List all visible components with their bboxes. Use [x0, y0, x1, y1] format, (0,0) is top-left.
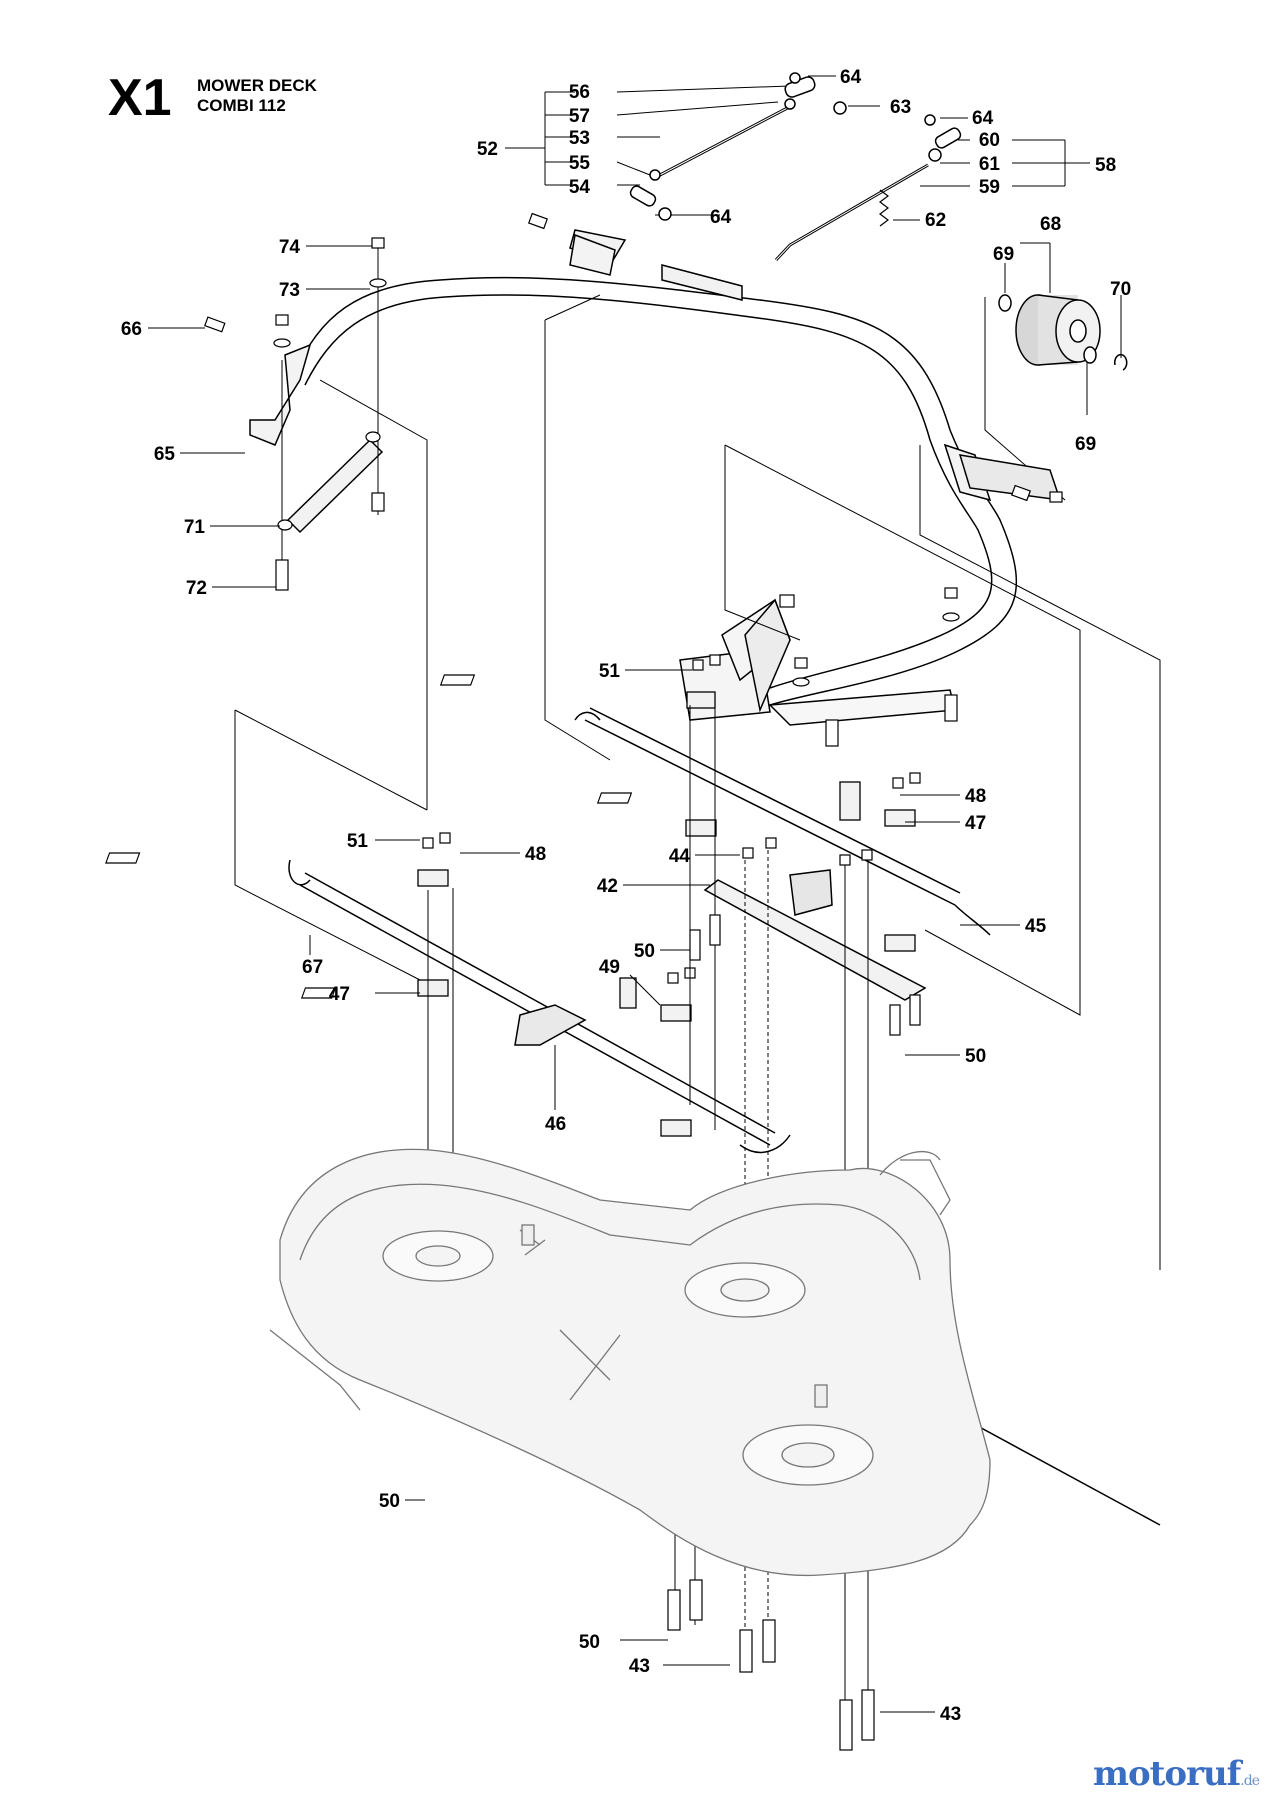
callout-50a: 50 — [634, 941, 655, 962]
link-rod-58 — [774, 114, 962, 262]
watermark: motoruf.de — [1093, 1754, 1260, 1794]
callout-50b: 50 — [965, 1046, 986, 1067]
callout-68: 68 — [1040, 214, 1061, 235]
fin-bracket — [514, 1004, 587, 1110]
callout-50c: 50 — [379, 1491, 400, 1512]
callout-44: 44 — [669, 846, 691, 867]
callout-72: 72 — [186, 578, 207, 599]
callout-52: 52 — [477, 139, 498, 160]
callout-43a: 43 — [629, 1656, 650, 1677]
callout-69b: 69 — [1075, 434, 1096, 455]
callout-60: 60 — [979, 130, 1000, 151]
callout-63: 63 — [890, 97, 911, 118]
callout-45: 45 — [1025, 916, 1047, 937]
callout-51a: 51 — [599, 661, 621, 682]
callout-48b: 48 — [525, 844, 546, 865]
diagram-code: X1 — [108, 69, 172, 127]
front-bracket — [703, 869, 927, 1001]
callout-70: 70 — [1110, 279, 1131, 300]
leader-group-58 — [893, 117, 1090, 221]
link-rod-52 — [629, 72, 847, 221]
callout-53: 53 — [569, 128, 590, 149]
callout-57: 57 — [569, 106, 590, 127]
callout-48a: 48 — [965, 786, 986, 807]
callout-labels: 64 56 63 57 64 52 53 60 55 61 58 54 59 6… — [121, 67, 1131, 1725]
callout-43b: 43 — [940, 1704, 961, 1725]
watermark-tld: .de — [1240, 1773, 1260, 1789]
leader-group-52 — [505, 75, 880, 216]
callout-62: 62 — [925, 210, 946, 231]
hanger-arm-left — [281, 240, 384, 590]
diagram-title: MOWER DECK COMBI 112 — [197, 76, 317, 116]
title-line-2: COMBI 112 — [197, 96, 286, 115]
callout-54: 54 — [569, 177, 591, 198]
roller-box — [984, 242, 1122, 501]
callout-73: 73 — [279, 280, 300, 301]
callout-65: 65 — [154, 444, 176, 465]
clamp-blocks — [417, 691, 916, 1137]
frame-brackets — [249, 233, 1062, 713]
callout-67: 67 — [302, 957, 323, 978]
main-frame — [294, 229, 1018, 726]
panel-outlines — [234, 294, 1161, 1270]
callout-50d: 50 — [579, 1632, 600, 1653]
callout-51b: 51 — [347, 831, 369, 852]
callout-46: 46 — [545, 1114, 566, 1135]
callout-64b: 64 — [972, 108, 994, 129]
roller-wheel — [998, 294, 1128, 371]
watermark-brand: motoruf — [1093, 1754, 1241, 1794]
callout-71: 71 — [184, 517, 206, 538]
callout-leaders — [148, 245, 1020, 1713]
callout-47b: 47 — [329, 984, 350, 1005]
callout-64a: 64 — [840, 67, 862, 88]
callout-66: 66 — [121, 319, 142, 340]
callout-47a: 47 — [965, 813, 986, 834]
callout-74: 74 — [279, 237, 301, 258]
callout-58: 58 — [1095, 155, 1116, 176]
fasteners-top-left — [204, 212, 1063, 747]
title-line-1: MOWER DECK — [197, 76, 317, 95]
callout-49: 49 — [599, 957, 620, 978]
callout-61: 61 — [979, 154, 1001, 175]
mower-deck — [269, 1148, 991, 1577]
callout-59: 59 — [979, 177, 1000, 198]
callout-69a: 69 — [993, 244, 1014, 265]
callout-56: 56 — [569, 82, 590, 103]
callout-55: 55 — [569, 153, 591, 174]
callout-42: 42 — [597, 876, 618, 897]
callout-64c: 64 — [710, 207, 732, 228]
plates-and-nuts — [105, 654, 921, 999]
